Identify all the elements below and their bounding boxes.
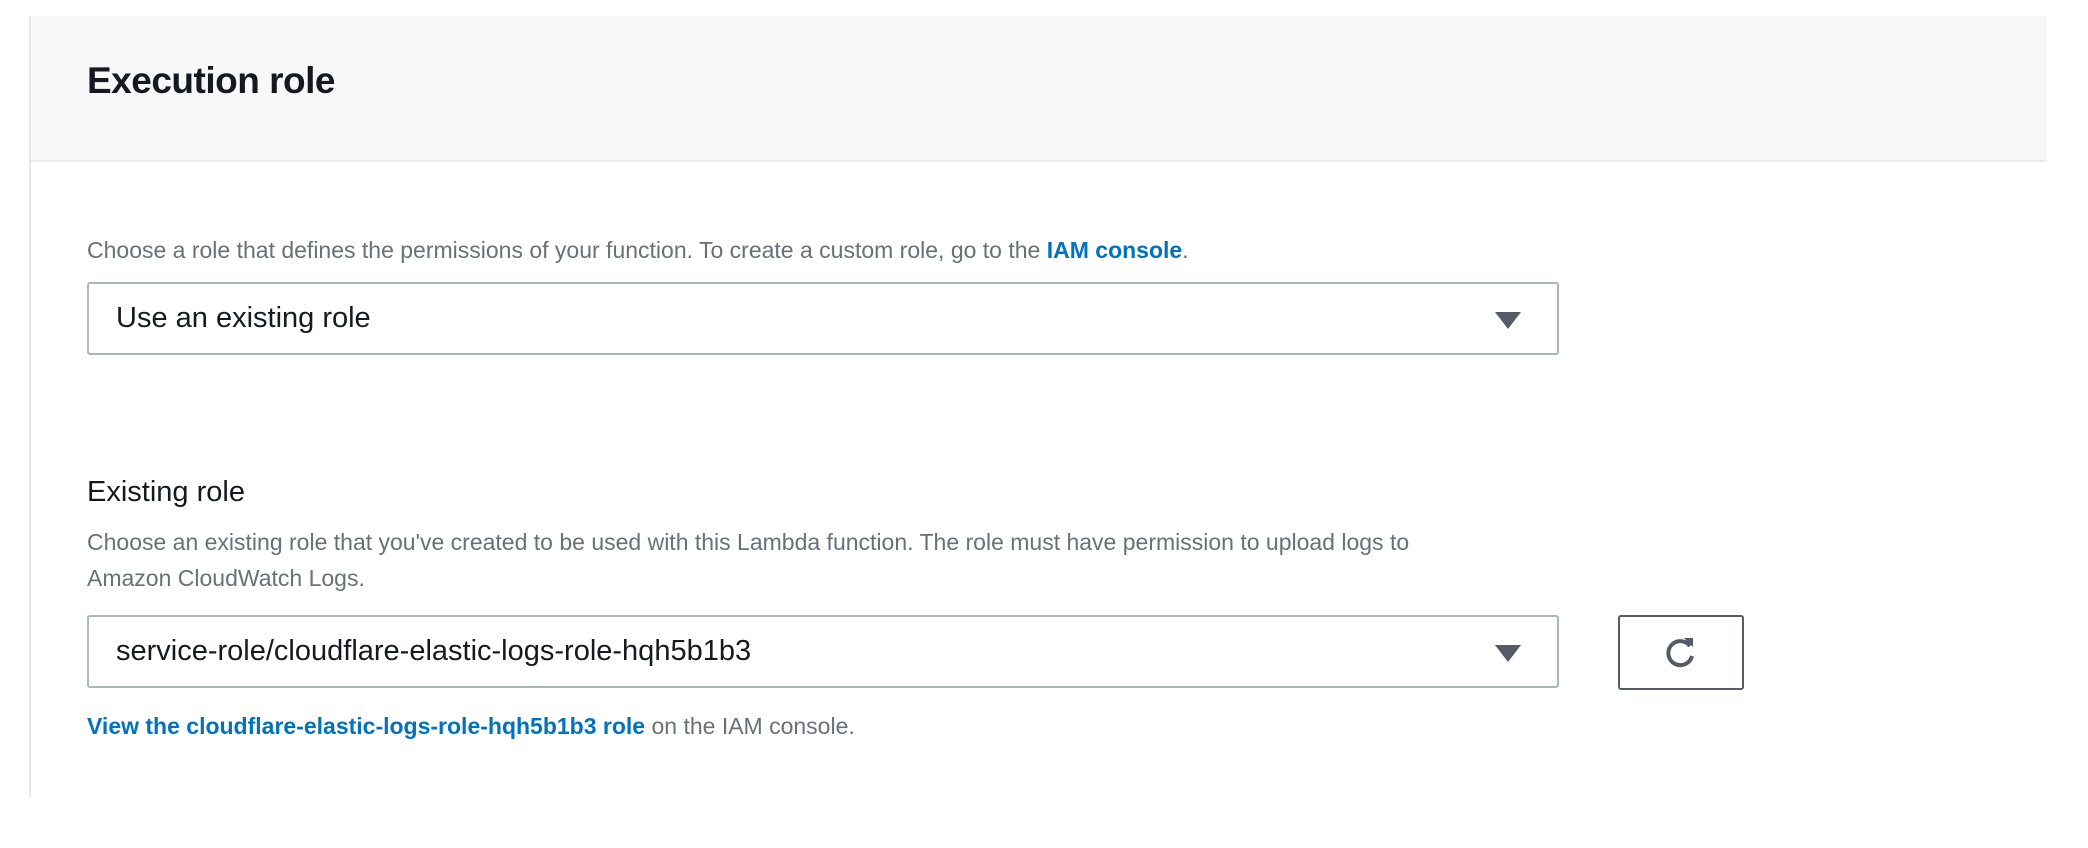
existing-role-description-line2: Amazon CloudWatch Logs.: [87, 565, 365, 591]
view-role-link[interactable]: View the cloudflare-elastic-logs-role-hq…: [87, 713, 646, 739]
caret-down-icon: [1495, 645, 1521, 662]
view-role-suffix: on the IAM console.: [645, 713, 855, 739]
role-description-text: Choose a role that defines the permissio…: [87, 237, 1047, 263]
refresh-icon: [1666, 637, 1694, 667]
role-description-period: .: [1182, 237, 1189, 263]
view-role-line: View the cloudflare-elastic-logs-role-hq…: [87, 713, 855, 740]
panel-title: Execution role: [87, 60, 335, 101]
role-description: Choose a role that defines the permissio…: [87, 232, 1189, 268]
existing-role-select[interactable]: service-role/cloudflare-elastic-logs-rol…: [87, 615, 1559, 688]
existing-role-value: service-role/cloudflare-elastic-logs-rol…: [116, 635, 752, 667]
refresh-button[interactable]: [1618, 615, 1744, 690]
existing-role-description-line1: Choose an existing role that you've crea…: [87, 529, 1410, 555]
role-type-select[interactable]: Use an existing role: [87, 282, 1559, 355]
iam-console-link[interactable]: IAM console: [1046, 237, 1183, 263]
execution-role-panel: Execution role Choose a role that define…: [29, 16, 2047, 798]
panel-header: Execution role: [31, 16, 2047, 162]
caret-down-icon: [1495, 312, 1521, 329]
existing-role-label: Existing role: [87, 476, 245, 508]
role-type-value: Use an existing role: [116, 302, 371, 334]
